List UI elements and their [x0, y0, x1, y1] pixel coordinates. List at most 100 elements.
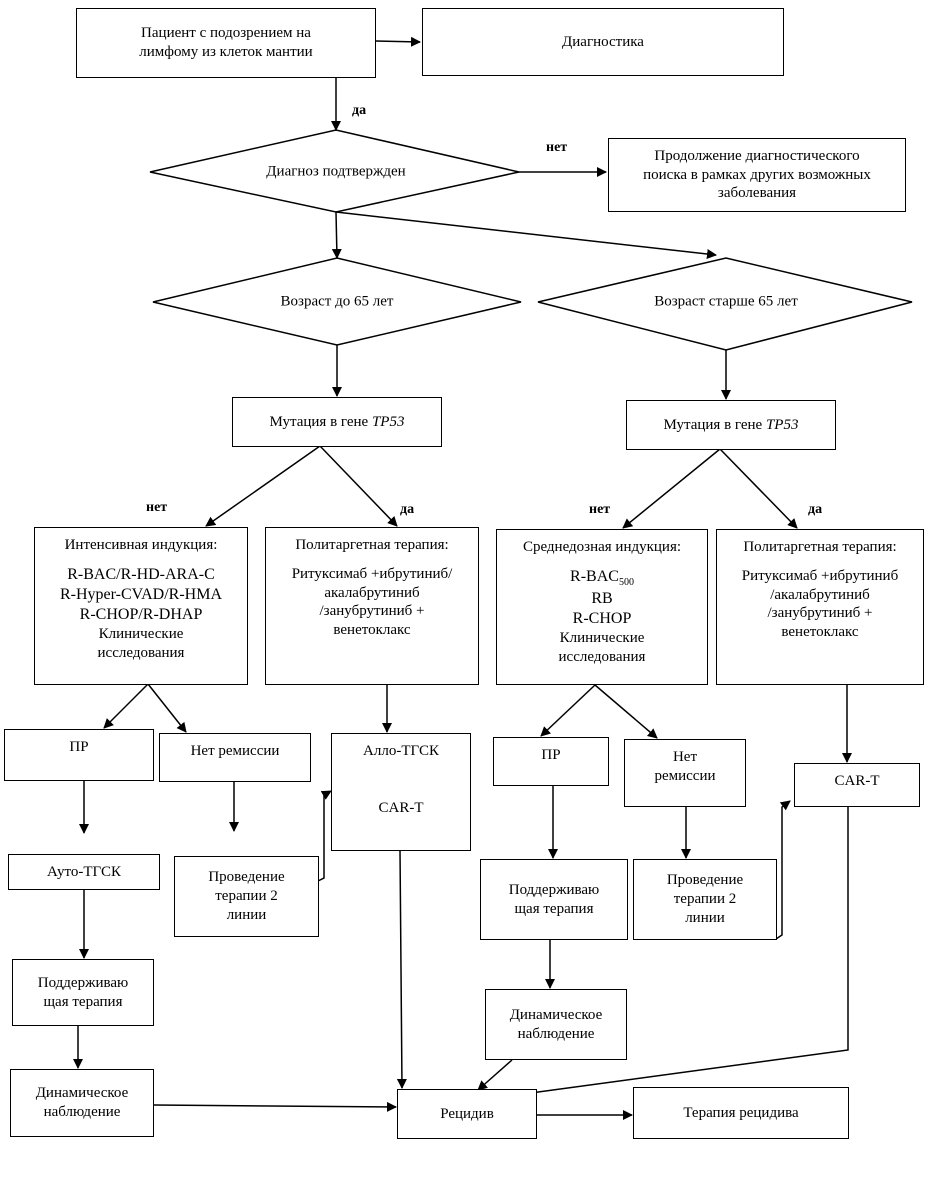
arrow-mutation-left-to-multitarget [319, 445, 398, 527]
decision-diagnosis-confirmed: Диагноз подтвержден [266, 163, 406, 180]
node-observation-left: Динамическое наблюдение [10, 1069, 154, 1137]
node-mutation-tp53-left: Мутация в гене TP53 [232, 397, 442, 447]
node-second-line-right: Проведение терапии 2 линии [633, 859, 777, 940]
node-noremission-right-line-2: ремиссии [654, 767, 716, 784]
node-second-line-left: Проведение терапии 2 линии [174, 856, 319, 937]
arrow-medium-to-pr [540, 684, 596, 737]
arrow-mutation-right-to-multitarget [719, 448, 798, 529]
node-second-left-line-3: линии [226, 906, 267, 923]
node-second-right-line-3: линии [685, 909, 725, 926]
node-medium-line-4: исследования [558, 649, 646, 666]
node-maint-left-line-1: Поддерживаю [37, 974, 129, 991]
node-multitarget-right-line-3: /занубрутиниб + [767, 605, 873, 622]
node-medium-line-bac: R-BAC500 [570, 567, 634, 588]
node-multitarget-right-title: Политаргетная терапия: [743, 539, 897, 555]
node-intensive-line-1: R-BAC/R-HD-ARA-C [67, 565, 215, 583]
node-second-left-line-2: терапии 2 [215, 888, 278, 905]
node-multitarget-right-line-4: венетоклакс [781, 624, 859, 640]
node-allo-line-2: CAR-T [378, 799, 424, 816]
label-no-right: нет [589, 502, 611, 517]
node-observe-right-line-1: Динамическое [509, 1006, 603, 1023]
node-pr-left: ПР [4, 729, 154, 781]
arrow-allo-to-relapse [396, 849, 407, 1089]
node-continue-line-3: заболевания [717, 185, 797, 202]
node-intensive-induction: Интенсивная индукция: R-BAC/R-HD-ARA-C R… [34, 527, 248, 685]
node-multitarget-left-line-4: венетоклакс [333, 622, 411, 638]
node-cart-right: CAR-T [794, 763, 920, 807]
node-maint-right-line-2: щая терапия [514, 900, 594, 917]
node-relapse-therapy-text: Терапия рецидива [683, 1104, 799, 1121]
node-multitarget-right-line-2: /акалабрутиниб [770, 586, 870, 603]
node-pr-left-text: ПР [69, 739, 89, 755]
label-no-main: нет [546, 140, 568, 155]
arrow-second-left-to-allo [317, 790, 332, 882]
node-mutation-right-text: Мутация в гене TP53 [663, 416, 799, 433]
arrow-observe-left-to-relapse [153, 1101, 397, 1112]
node-medium-line-2: R-CHOP [572, 610, 632, 628]
arrow-mutation-left-to-intensive [205, 445, 321, 527]
node-diagnostics: Диагностика [422, 8, 784, 76]
node-maint-right-line-1: Поддерживаю [508, 881, 600, 898]
node-medium-induction: Среднедозная индукция: R-BAC500 RB R-CHO… [496, 529, 708, 685]
label-yes-right: да [808, 502, 823, 517]
node-continue-diagnostics: Продолжение диагностического поиска в ра… [608, 138, 906, 212]
node-patient-line-2: лимфому из клеток мантии [139, 44, 313, 60]
node-mutation-left-text: Мутация в гене TP53 [269, 413, 405, 430]
node-second-right-line-2: терапии 2 [673, 891, 737, 908]
arrow-medium-to-noremission [594, 684, 658, 739]
node-relapse-therapy: Терапия рецидива [633, 1087, 849, 1139]
decision-age-over-65-shape [537, 257, 913, 351]
label-yes-left: да [400, 502, 415, 517]
node-pr-right-text: ПР [541, 747, 561, 763]
node-cart-right-text: CAR-T [834, 773, 880, 789]
arrow-intensive-to-noremission [147, 683, 187, 733]
node-observe-right-line-2: наблюдение [517, 1025, 595, 1042]
node-second-right-line-1: Проведение [666, 872, 744, 889]
node-patient: Пациент с подозрением на лимфому из клет… [76, 8, 376, 78]
node-observation-right: Динамическое наблюдение [485, 989, 627, 1060]
node-medium-title: Среднедозная индукция: [522, 539, 682, 555]
arrow-intensive-to-pr [103, 683, 149, 729]
node-continue-line-2: поиска в рамках других возможных [643, 166, 871, 183]
arrow-patient-to-diagnostics [374, 36, 421, 47]
node-continue-line-1: Продолжение диагностического [654, 147, 860, 164]
label-yes-main: да [352, 103, 367, 118]
node-intensive-line-2: R-Hyper-CVAD/R-HMA [59, 585, 223, 603]
node-allo-cart: Алло-ТГСК CAR-T [331, 733, 471, 851]
node-mutation-tp53-right: Мутация в гене TP53 [626, 400, 836, 450]
node-multitarget-left: Политаргетная терапия: Ритуксимаб +ибрут… [265, 527, 479, 685]
node-intensive-line-3: R-CHOP/R-DHAP [79, 605, 203, 623]
node-maintenance-left: Поддерживаю щая терапия [12, 959, 154, 1026]
node-relapse: Рецидив [397, 1089, 537, 1139]
node-diagnostics-text: Диагностика [562, 33, 644, 50]
node-observe-left-line-2: наблюдение [43, 1104, 121, 1120]
node-noremission-left: Нет ремиссии [159, 733, 311, 782]
node-pr-right: ПР [493, 737, 609, 786]
node-medium-line-3: Клинические [559, 630, 645, 647]
node-allo-line-1: Алло-ТГСК [363, 743, 439, 759]
arrow-observe-right-to-relapse [477, 1059, 513, 1091]
arrow-confirmed-to-age-over [335, 211, 717, 259]
node-intensive-line-5: исследования [97, 644, 185, 661]
node-intensive-line-4: Клинические [98, 625, 184, 642]
node-patient-line-1: Пациент с подозрением на [141, 25, 311, 42]
node-multitarget-right: Политаргетная терапия: Ритуксимаб +ибрут… [716, 529, 924, 685]
node-auto-text: Ауто-ТГСК [46, 864, 122, 880]
node-auto-tgsk: Ауто-ТГСК [8, 854, 160, 890]
node-observe-left-line-1: Динамическое [35, 1085, 129, 1102]
node-second-left-line-1: Проведение [208, 869, 285, 886]
node-intensive-title: Интенсивная индукция: [64, 537, 218, 553]
node-multitarget-left-line-3: /занубрутиниб + [319, 603, 425, 620]
label-no-left: нет [146, 500, 168, 515]
node-maint-left-line-2: щая терапия [43, 993, 123, 1010]
node-maintenance-right: Поддерживаю щая терапия [480, 859, 628, 940]
node-multitarget-left-line-2: акалабрутиниб [324, 584, 420, 601]
decision-age-under-65: Возраст до 65 лет [280, 293, 394, 310]
arrow-confirmed-to-age-under [331, 211, 342, 259]
arrow-cart-to-relapse [515, 806, 849, 1099]
node-multitarget-left-title: Политаргетная терапия: [295, 537, 449, 553]
arrow-second-right-to-cart [775, 800, 791, 940]
arrow-mutation-right-to-medium [622, 448, 721, 529]
decision-age-under-65-shape [152, 257, 522, 346]
